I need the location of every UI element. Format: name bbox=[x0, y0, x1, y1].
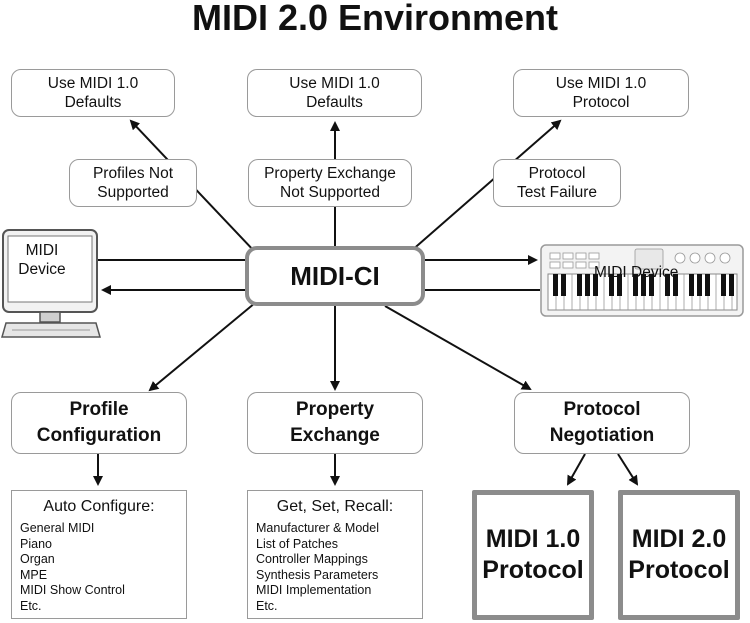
midi-ci-box: MIDI-CI bbox=[245, 246, 425, 306]
computer-label-line: MIDI bbox=[25, 242, 59, 259]
condition-line: Supported bbox=[97, 184, 169, 201]
protocol-line: MIDI 2.0 bbox=[631, 525, 727, 553]
list-item: MPE bbox=[20, 567, 48, 582]
condition-protocol-test-failure: Protocol Test Failure bbox=[493, 159, 621, 207]
top-box-protocol: Use MIDI 1.0 Protocol bbox=[513, 69, 689, 117]
top-box-line: Defaults bbox=[306, 94, 363, 111]
protocol-line: Protocol bbox=[628, 556, 730, 584]
midi-1-protocol-box: MIDI 1.0 Protocol bbox=[472, 490, 594, 620]
arrow-to-profile bbox=[148, 302, 256, 392]
top-box-line: Use MIDI 1.0 bbox=[289, 75, 380, 92]
condition-line: Test Failure bbox=[516, 184, 598, 201]
list-item: Organ bbox=[20, 552, 55, 567]
condition-property-exchange-not-supported: Property Exchange Not Supported bbox=[248, 159, 412, 207]
list-item: General MIDI bbox=[20, 521, 95, 535]
list-item: Controller Mappings bbox=[256, 552, 368, 567]
list-item: Manufacturer & Model bbox=[256, 521, 379, 535]
feature-line: Exchange bbox=[290, 425, 380, 446]
property-list: Get, Set, Recall: Manufacturer & Model L… bbox=[247, 490, 423, 619]
page-title: MIDI 2.0 Environment bbox=[191, 0, 559, 38]
keyboard-keys bbox=[547, 273, 738, 311]
profile-list: Auto Configure: General MIDI Piano Organ… bbox=[11, 490, 187, 619]
list-item: Synthesis Parameters bbox=[256, 567, 379, 582]
feature-line: Property bbox=[295, 399, 375, 420]
feature-line: Configuration bbox=[36, 425, 162, 446]
condition-profiles-not-supported: Profiles Not Supported bbox=[69, 159, 197, 207]
list-item: List of Patches bbox=[256, 536, 338, 551]
computer-label: MIDI Device bbox=[12, 241, 72, 279]
top-box-line: Use MIDI 1.0 bbox=[555, 75, 647, 92]
top-box-line: Defaults bbox=[64, 94, 122, 111]
list-item: MIDI Show Control bbox=[20, 583, 125, 598]
condition-line: Property Exchange bbox=[264, 165, 396, 182]
protocol-negotiation-box: Protocol Negotiation bbox=[514, 392, 690, 454]
property-exchange-box: Property Exchange bbox=[247, 392, 423, 454]
list-item: Piano bbox=[20, 536, 52, 551]
feature-line: Profile bbox=[69, 399, 129, 420]
feature-line: Protocol bbox=[563, 399, 641, 420]
computer-label-line: Device bbox=[18, 261, 66, 278]
top-box-defaults-1: Use MIDI 1.0 Defaults bbox=[11, 69, 175, 117]
list-item: Etc. bbox=[20, 598, 42, 613]
top-box-line: Protocol bbox=[572, 94, 630, 111]
feature-line: Negotiation bbox=[549, 425, 655, 446]
midi-2-protocol-box: MIDI 2.0 Protocol bbox=[618, 490, 740, 620]
arrow-to-top-right bbox=[409, 119, 562, 253]
midi-ci-label: MIDI-CI bbox=[290, 260, 380, 291]
condition-line: Protocol bbox=[528, 165, 586, 182]
list-item: Etc. bbox=[256, 598, 278, 613]
condition-line: Not Supported bbox=[280, 184, 380, 201]
protocol-line: Protocol bbox=[482, 556, 584, 584]
top-box-line: Use MIDI 1.0 bbox=[47, 75, 139, 92]
keyboard-icon bbox=[540, 244, 744, 317]
list-item: MIDI Implementation bbox=[256, 583, 372, 598]
keyboard-label: MIDI Device bbox=[594, 264, 679, 281]
computer-icon bbox=[1, 229, 101, 338]
arrow-midi1 bbox=[567, 453, 586, 486]
protocol-line: MIDI 1.0 bbox=[485, 525, 581, 553]
property-list-heading: Get, Set, Recall: bbox=[276, 498, 394, 515]
condition-line: Profiles Not bbox=[92, 165, 174, 182]
top-box-defaults-2: Use MIDI 1.0 Defaults bbox=[247, 69, 422, 117]
arrow-midi2 bbox=[617, 453, 639, 486]
profile-list-heading: Auto Configure: bbox=[43, 498, 155, 515]
profile-configuration-box: Profile Configuration bbox=[11, 392, 187, 454]
arrow-to-protocol bbox=[384, 305, 532, 390]
